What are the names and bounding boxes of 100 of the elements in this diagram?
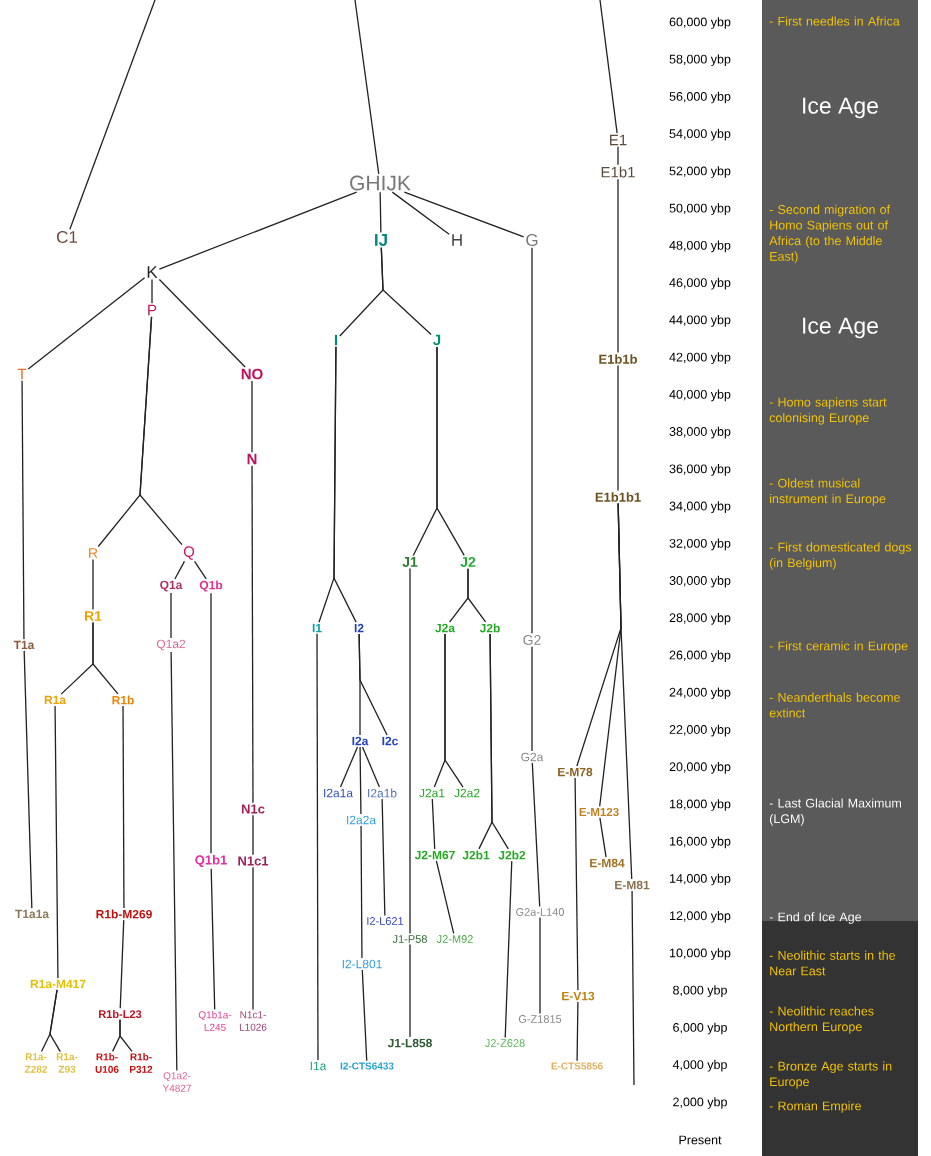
haplogroup-label: J2-Z628 xyxy=(485,1039,525,1047)
branch-line xyxy=(576,1001,579,1062)
haplogroup-label: I2a1a xyxy=(324,788,353,798)
branch-line xyxy=(504,860,513,1039)
branch-line xyxy=(617,178,619,354)
event-note: - Neolithic reaches Northern Europe xyxy=(769,1006,874,1034)
haplogroup-label: I2c xyxy=(382,736,398,746)
branch-line xyxy=(92,621,119,695)
haplogroup-label: T1a1a xyxy=(15,909,50,919)
time-label: 4,000 ybp xyxy=(672,1059,727,1072)
haplogroup-label: E-M81 xyxy=(615,880,650,890)
branch-line xyxy=(251,465,254,804)
time-label: 16,000 ybp xyxy=(670,836,731,849)
branch-line xyxy=(158,278,246,368)
haplogroup-label: I2a xyxy=(352,736,369,746)
haplogroup-label: I xyxy=(334,334,338,346)
haplogroup-label: R1b-P312 xyxy=(130,1053,153,1073)
haplogroup-label: IJ xyxy=(375,234,387,246)
time-label: Present xyxy=(679,1135,722,1145)
era-title: Ice Age xyxy=(803,317,878,339)
haplogroup-label: P xyxy=(148,304,157,316)
branch-line xyxy=(210,868,216,1011)
event-note: - Homo sapiens start colonising Europe xyxy=(769,397,887,425)
haplogroup-label: E-CTS5856 xyxy=(551,1062,603,1070)
haplogroup-label: J1-L858 xyxy=(387,1038,432,1048)
haplogroup-label: Q1b xyxy=(199,580,223,592)
time-label: 30,000 ybp xyxy=(669,575,731,588)
haplogroup-label: N1c xyxy=(241,804,265,814)
haplogroup-label: E1 xyxy=(610,134,627,146)
haplogroup-label: G2a-L140 xyxy=(516,908,564,916)
haplogroup-label: E-M84 xyxy=(590,858,625,868)
time-label: 36,000 ybp xyxy=(669,464,731,476)
haplogroup-label: E-V13 xyxy=(562,991,595,1001)
branch-line xyxy=(170,592,172,639)
time-label: 54,000 ybp xyxy=(669,128,731,141)
time-label: 44,000 ybp xyxy=(669,315,731,327)
branch-line xyxy=(54,705,59,979)
haplogroup-label: G2 xyxy=(523,635,541,645)
time-label: 56,000 ybp xyxy=(669,91,731,104)
haplogroup-label: G xyxy=(526,234,538,247)
branch-line xyxy=(49,989,61,1053)
time-label: 48,000 ybp xyxy=(669,240,731,253)
haplogroup-label: I2 xyxy=(354,623,364,633)
event-note: - Last Glacial Maximum (LGM) xyxy=(769,798,901,826)
branch-line xyxy=(339,746,359,788)
branch-line xyxy=(316,633,319,1061)
branch-line xyxy=(210,592,212,854)
haplogroup-label: R1b-M269 xyxy=(96,909,152,919)
branch-line xyxy=(360,825,363,959)
branch-line xyxy=(617,146,619,166)
time-label: 42,000 ybp xyxy=(669,352,731,365)
haplogroup-label: I2a2a xyxy=(347,815,376,825)
time-label: 58,000 ybp xyxy=(669,54,731,67)
branch-line xyxy=(122,705,125,909)
time-label: 28,000 ybp xyxy=(669,612,731,625)
time-label: 60,000 ybp xyxy=(669,17,731,29)
branch-line xyxy=(531,762,541,908)
haplogroup-label: Q1b1 xyxy=(195,855,227,867)
haplogroup-label: N xyxy=(247,453,257,465)
branch-line xyxy=(391,191,450,235)
time-label: 22,000 ybp xyxy=(669,724,731,737)
haplogroup-label: I2-CTS6433 xyxy=(340,1062,394,1070)
haplogroup-label: I2-L801 xyxy=(342,959,382,969)
haplogroup-label: H xyxy=(452,234,462,246)
event-note: - Bronze Age starts in Europe xyxy=(769,1061,892,1089)
haplogroup-label: J1-P58 xyxy=(392,935,427,943)
branch-line xyxy=(252,866,254,1011)
haplogroup-label: GHIJK xyxy=(350,175,411,191)
haplogroup-label: R1b-U106 xyxy=(95,1053,119,1073)
time-label: 10,000 ybp xyxy=(670,948,731,960)
time-label: 50,000 ybp xyxy=(669,203,731,216)
haplogroup-label: E1b1b xyxy=(599,354,637,364)
haplogroup-label: E-M78 xyxy=(558,767,593,777)
branch-line xyxy=(617,502,633,880)
time-label: 26,000 ybp xyxy=(669,650,731,662)
branch-line xyxy=(92,558,94,611)
branch-line xyxy=(409,943,411,1038)
time-label: 12,000 ybp xyxy=(670,910,731,923)
branch-line xyxy=(444,633,464,788)
haplogroup-label: R1a xyxy=(44,695,67,705)
time-label: 52,000 ybp xyxy=(669,166,731,178)
branch-line xyxy=(617,364,619,492)
branch-line xyxy=(489,633,509,850)
event-note: - First domesticated dogs (in Belgium) xyxy=(769,542,912,570)
haplogroup-label: I2a1b xyxy=(368,788,397,798)
branch-line xyxy=(599,0,618,134)
time-label: 14,000 ybp xyxy=(670,873,731,886)
haplogroup-label: Q1a2 xyxy=(156,639,186,651)
branch-line xyxy=(252,814,254,856)
branch-line xyxy=(251,380,253,453)
branch-line xyxy=(158,191,358,270)
branch-line xyxy=(139,316,183,546)
haplogroup-label: I2-L621 xyxy=(367,917,404,925)
branch-line xyxy=(151,278,153,304)
haplogroup-label: R1b xyxy=(112,695,134,705)
branch-line xyxy=(379,191,382,234)
haplogroup-label: J2a xyxy=(435,623,456,633)
haplogroup-label: E1b1 xyxy=(601,166,635,178)
time-label: 32,000 ybp xyxy=(669,538,731,551)
event-note: - Roman Empire xyxy=(769,1101,861,1113)
